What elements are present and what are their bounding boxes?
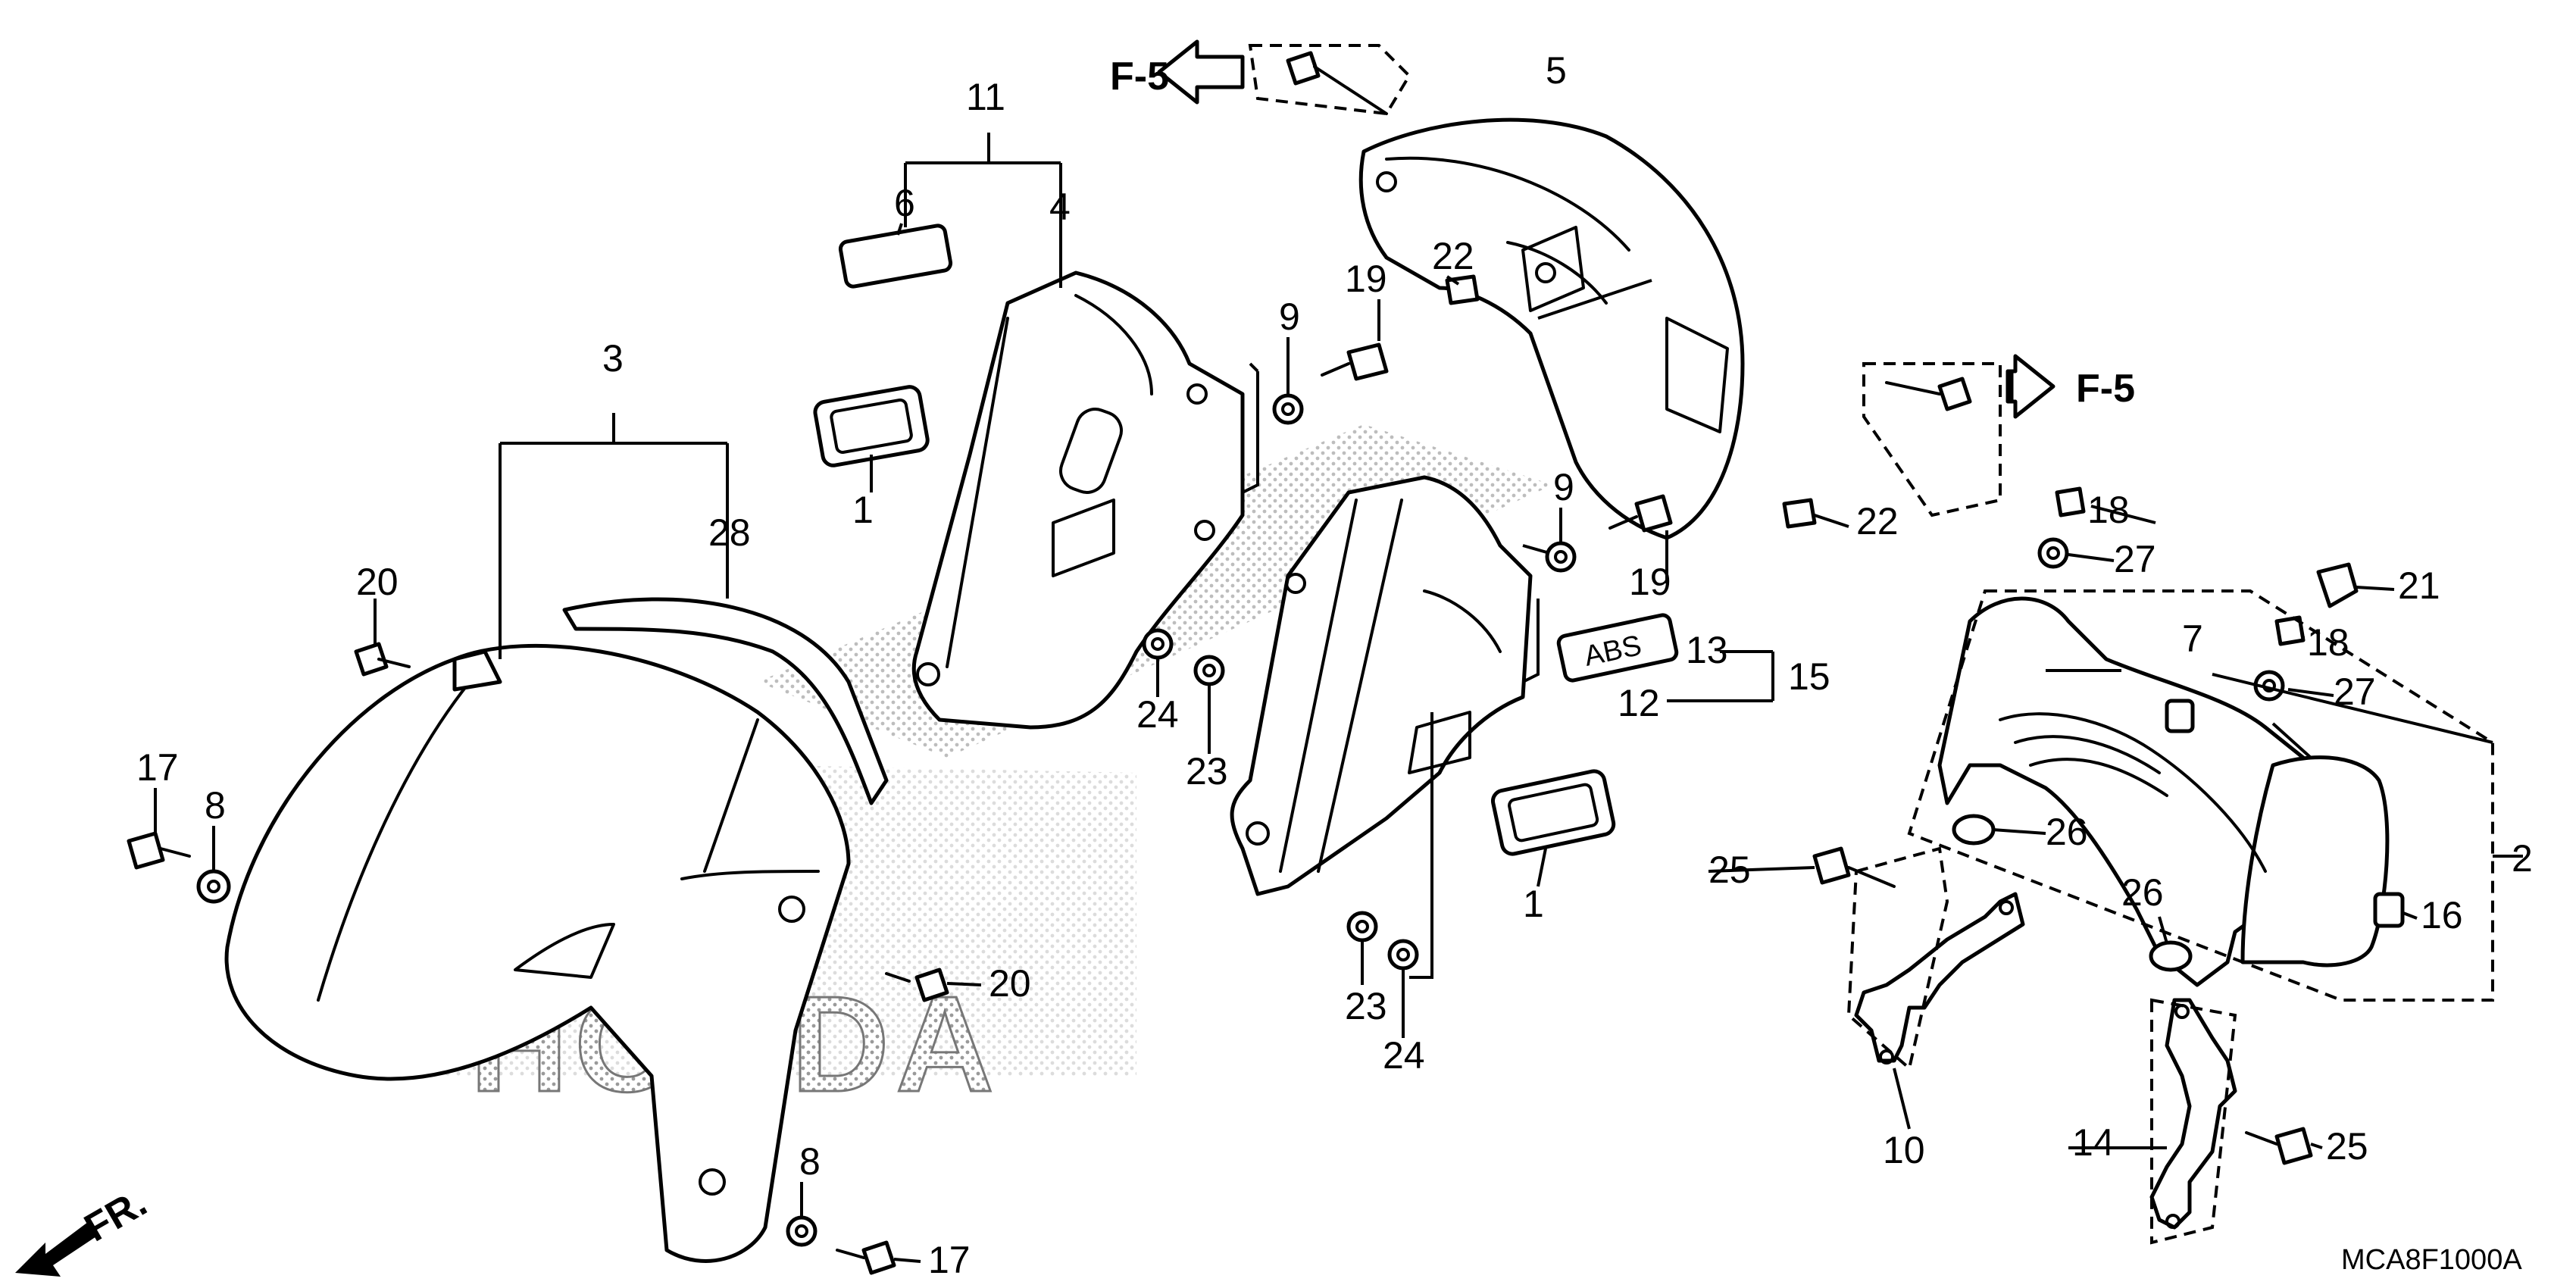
callout-5: 5 — [1546, 49, 1567, 92]
splash-guard-assembly — [1937, 596, 2390, 987]
callout-11: 11 — [966, 76, 1005, 118]
callout-20-upper: 20 — [356, 561, 399, 603]
callout-13: 13 — [1686, 629, 1728, 671]
callout-1-upper: 1 — [852, 489, 874, 531]
front-fender — [224, 643, 851, 1263]
f5-label-right: F-5 — [2076, 367, 2135, 411]
f5-arrow-top: F-5 — [1110, 39, 1245, 105]
callout-20-lower: 20 — [989, 962, 1031, 1005]
callout-16: 16 — [2421, 894, 2463, 936]
figure-code: MCA8F1000A — [2341, 1244, 2522, 1276]
callout-26-lower: 26 — [2121, 871, 2164, 914]
callout-25-lower: 25 — [2326, 1125, 2368, 1168]
callout-2: 2 — [2512, 837, 2533, 880]
front-direction-indicator: FR. — [15, 1180, 155, 1277]
left-fork-cover — [911, 270, 1245, 730]
callout-28: 28 — [708, 511, 751, 554]
f5-label-top: F-5 — [1110, 55, 1169, 98]
callout-22-lower: 22 — [1856, 500, 1899, 542]
callout-15: 15 — [1788, 655, 1830, 698]
callout-7: 7 — [2182, 617, 2203, 660]
callout-9-lower: 9 — [1553, 466, 1574, 508]
fender-stay-10 — [1854, 892, 2025, 1064]
callout-17-lower: 17 — [928, 1239, 971, 1281]
callout-26-upper: 26 — [2046, 811, 2088, 853]
leader-lines — [499, 133, 2523, 979]
f5-arrow-right: F-5 — [2005, 354, 2135, 419]
rear-inner-fender — [1358, 117, 1745, 540]
callout-19-lower: 19 — [1629, 561, 1671, 603]
emblems: ABS — [813, 224, 1679, 856]
callout-8-upper: 8 — [205, 784, 226, 827]
callout-6: 6 — [894, 182, 915, 224]
callout-1-lower: 1 — [1523, 883, 1544, 925]
callout-24-lower: 24 — [1383, 1034, 1425, 1077]
callout-8-lower: 8 — [799, 1140, 821, 1183]
callout-leaders — [154, 223, 2418, 1263]
callout-21: 21 — [2398, 564, 2440, 607]
right-fork-cover — [1230, 475, 1533, 896]
group-boxes — [1248, 44, 2494, 1245]
callout-23-lower: 23 — [1345, 985, 1387, 1027]
callout-10: 10 — [1883, 1129, 1925, 1171]
callout-19-upper: 19 — [1345, 258, 1387, 300]
callout-3: 3 — [602, 337, 624, 380]
callout-4: 4 — [1049, 186, 1071, 228]
callout-23-upper: 23 — [1186, 750, 1228, 792]
fender-inner-strip — [562, 597, 889, 805]
callout-labels: 1 1 2 3 4 5 6 7 8 8 9 9 10 11 12 13 14 1… — [136, 49, 2533, 1281]
callout-14: 14 — [2072, 1121, 2115, 1164]
callout-24-upper: 24 — [1136, 693, 1179, 736]
callout-17-upper: 17 — [136, 746, 179, 789]
callout-18-lower: 18 — [2307, 621, 2349, 664]
callout-12: 12 — [1618, 682, 1660, 724]
callout-22-upper: 22 — [1432, 235, 1474, 277]
callout-27-upper: 27 — [2114, 538, 2156, 580]
front-arrow-icon — [15, 1220, 98, 1277]
callout-9-upper: 9 — [1279, 295, 1300, 338]
fender-stay-14 — [2149, 998, 2237, 1230]
callout-27-lower: 27 — [2334, 671, 2376, 713]
